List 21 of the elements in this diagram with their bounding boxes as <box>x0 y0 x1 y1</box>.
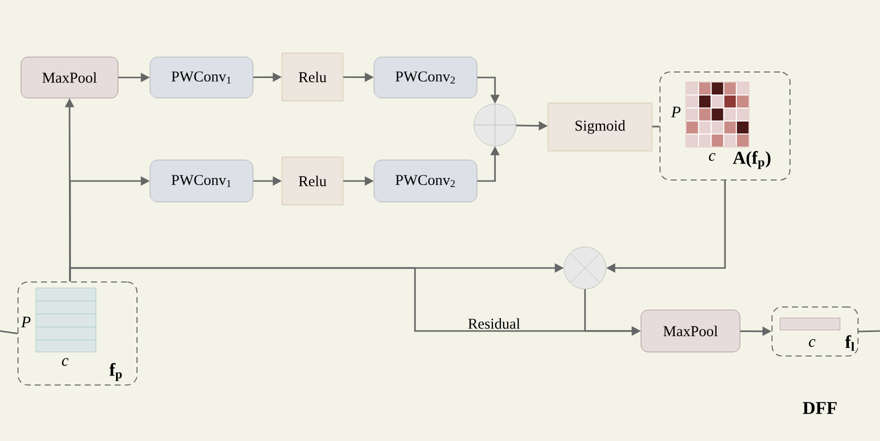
activation-box: Relu <box>282 156 344 206</box>
feature-label: f$_{l}$ <box>845 335 854 351</box>
activation-box: Relu <box>282 52 344 102</box>
activation-box: Sigmoid <box>548 102 652 152</box>
conv-box: PWConv$_{1}$ <box>150 56 254 98</box>
axis-label: c <box>808 339 816 347</box>
feature-label: A(f$_{p}$) <box>732 151 770 169</box>
axis-label: P <box>21 316 30 328</box>
axis-label: c <box>708 153 716 161</box>
feature-label: f$_{p}$ <box>109 363 122 381</box>
edge-label: Residual <box>466 317 522 330</box>
pooling-box: MaxPool <box>640 310 740 352</box>
pooling-box: MaxPool <box>20 56 118 98</box>
conv-box: PWConv$_{2}$ <box>374 160 478 202</box>
conv-box: PWConv$_{2}$ <box>374 56 478 98</box>
sum-circle <box>474 104 516 146</box>
module-label: DFF <box>802 402 837 414</box>
axis-label: P <box>671 106 680 118</box>
conv-box: PWConv$_{1}$ <box>150 160 254 202</box>
product-circle <box>564 246 606 290</box>
axis-label: c <box>62 358 68 366</box>
